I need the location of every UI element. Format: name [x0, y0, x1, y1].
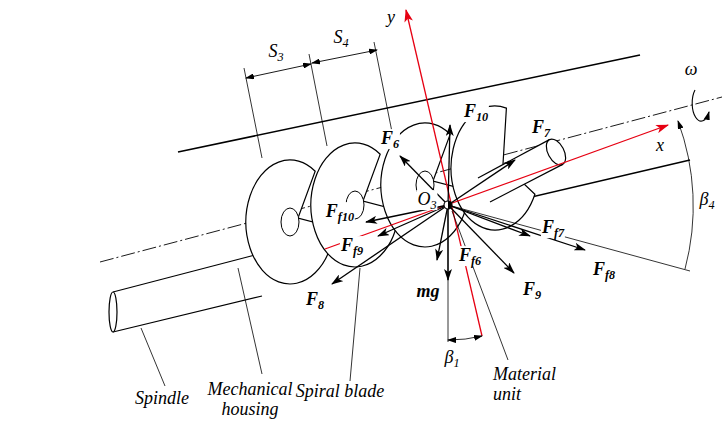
force-label: Ff7 — [541, 218, 565, 238]
symbol: F — [464, 101, 476, 121]
leader-line — [238, 268, 262, 374]
dimension-line — [312, 50, 377, 63]
force-arrow — [332, 205, 448, 284]
force-label: F7 — [531, 118, 551, 138]
spindle-edge — [113, 255, 255, 292]
axis-label: x — [655, 136, 665, 156]
symbol: F — [341, 235, 353, 255]
force-label: Ff8 — [592, 260, 616, 280]
dimension-label: S3 — [267, 42, 284, 62]
symbol: F — [306, 289, 318, 309]
part-name: Spiral blade — [295, 382, 386, 402]
angle-reference — [448, 205, 690, 271]
x-axis — [325, 125, 668, 249]
subscript: 10 — [476, 110, 488, 124]
subscript: 8 — [318, 298, 324, 312]
symbol: F — [532, 117, 544, 137]
point-label: O3 — [416, 190, 437, 210]
extension-line — [244, 68, 262, 158]
symbol: F — [542, 217, 554, 237]
spindle-end — [109, 292, 117, 332]
force-arrow — [447, 205, 448, 280]
material-unit-point — [448, 201, 452, 209]
subscript: 7 — [544, 126, 550, 140]
part-name: Mechanical housing — [189, 380, 311, 420]
force-label: Ff9 — [340, 236, 364, 256]
force-arrow — [437, 205, 448, 260]
force-label: F9 — [522, 280, 542, 300]
subscript: 1 — [453, 356, 459, 370]
vertical-reference — [448, 205, 449, 342]
spindle-edge — [113, 296, 262, 332]
symbol: F — [459, 245, 471, 265]
force-label: F10 — [463, 102, 489, 122]
spindle-fill — [113, 255, 262, 332]
symbol: F — [593, 259, 605, 279]
symbol: F — [381, 128, 393, 148]
subscript: 4 — [708, 198, 714, 212]
subscript: f9 — [353, 244, 363, 258]
symbol: F — [523, 279, 535, 299]
subscript: f6 — [471, 254, 481, 268]
subscript: f10 — [338, 210, 354, 224]
force-arrow — [448, 125, 450, 205]
force-arrow — [448, 205, 514, 273]
angle-label: β4 — [698, 190, 715, 210]
subscript: f8 — [605, 268, 615, 282]
extension-line — [309, 54, 327, 146]
angle-arc — [678, 121, 693, 269]
symbol: F — [326, 201, 338, 221]
subscript: 9 — [535, 288, 541, 302]
subscript: 3 — [277, 50, 283, 64]
rotation-axis — [100, 97, 722, 262]
leader-line — [141, 328, 165, 386]
part-name: Material unit — [492, 365, 574, 405]
force-label: F8 — [305, 290, 325, 310]
subscript: f7 — [554, 226, 564, 240]
symbol: S — [333, 27, 342, 47]
force-label: Ff10 — [325, 202, 355, 222]
force-vectors — [332, 125, 585, 284]
rotation-label: ω — [684, 60, 699, 80]
force-arrow — [448, 160, 515, 205]
dimension-line — [246, 64, 311, 78]
subscript: 4 — [342, 36, 348, 50]
angle-label: β1 — [443, 348, 460, 368]
leader-line — [452, 211, 508, 360]
axis-label: y — [386, 8, 396, 28]
part-name: Spindle — [134, 389, 190, 409]
symbol: S — [268, 41, 277, 61]
symbol: O — [417, 189, 430, 209]
leader-line — [350, 268, 360, 381]
material-unit-point — [444, 201, 452, 209]
blade-hub — [281, 208, 299, 236]
force-arrow — [448, 205, 585, 250]
symbol: β — [444, 347, 453, 367]
extension-line — [374, 42, 392, 132]
symbol: β — [699, 189, 708, 209]
force-label: Ff6 — [458, 246, 482, 266]
rotation-arrow — [692, 90, 709, 121]
dimension-label: S4 — [332, 28, 349, 48]
subscript: 3 — [430, 198, 436, 212]
force-label: F6 — [380, 129, 400, 149]
subscript: 6 — [393, 137, 399, 151]
angle-arc — [448, 336, 482, 340]
force-label: mg — [415, 282, 440, 302]
spindle-end — [542, 136, 569, 168]
